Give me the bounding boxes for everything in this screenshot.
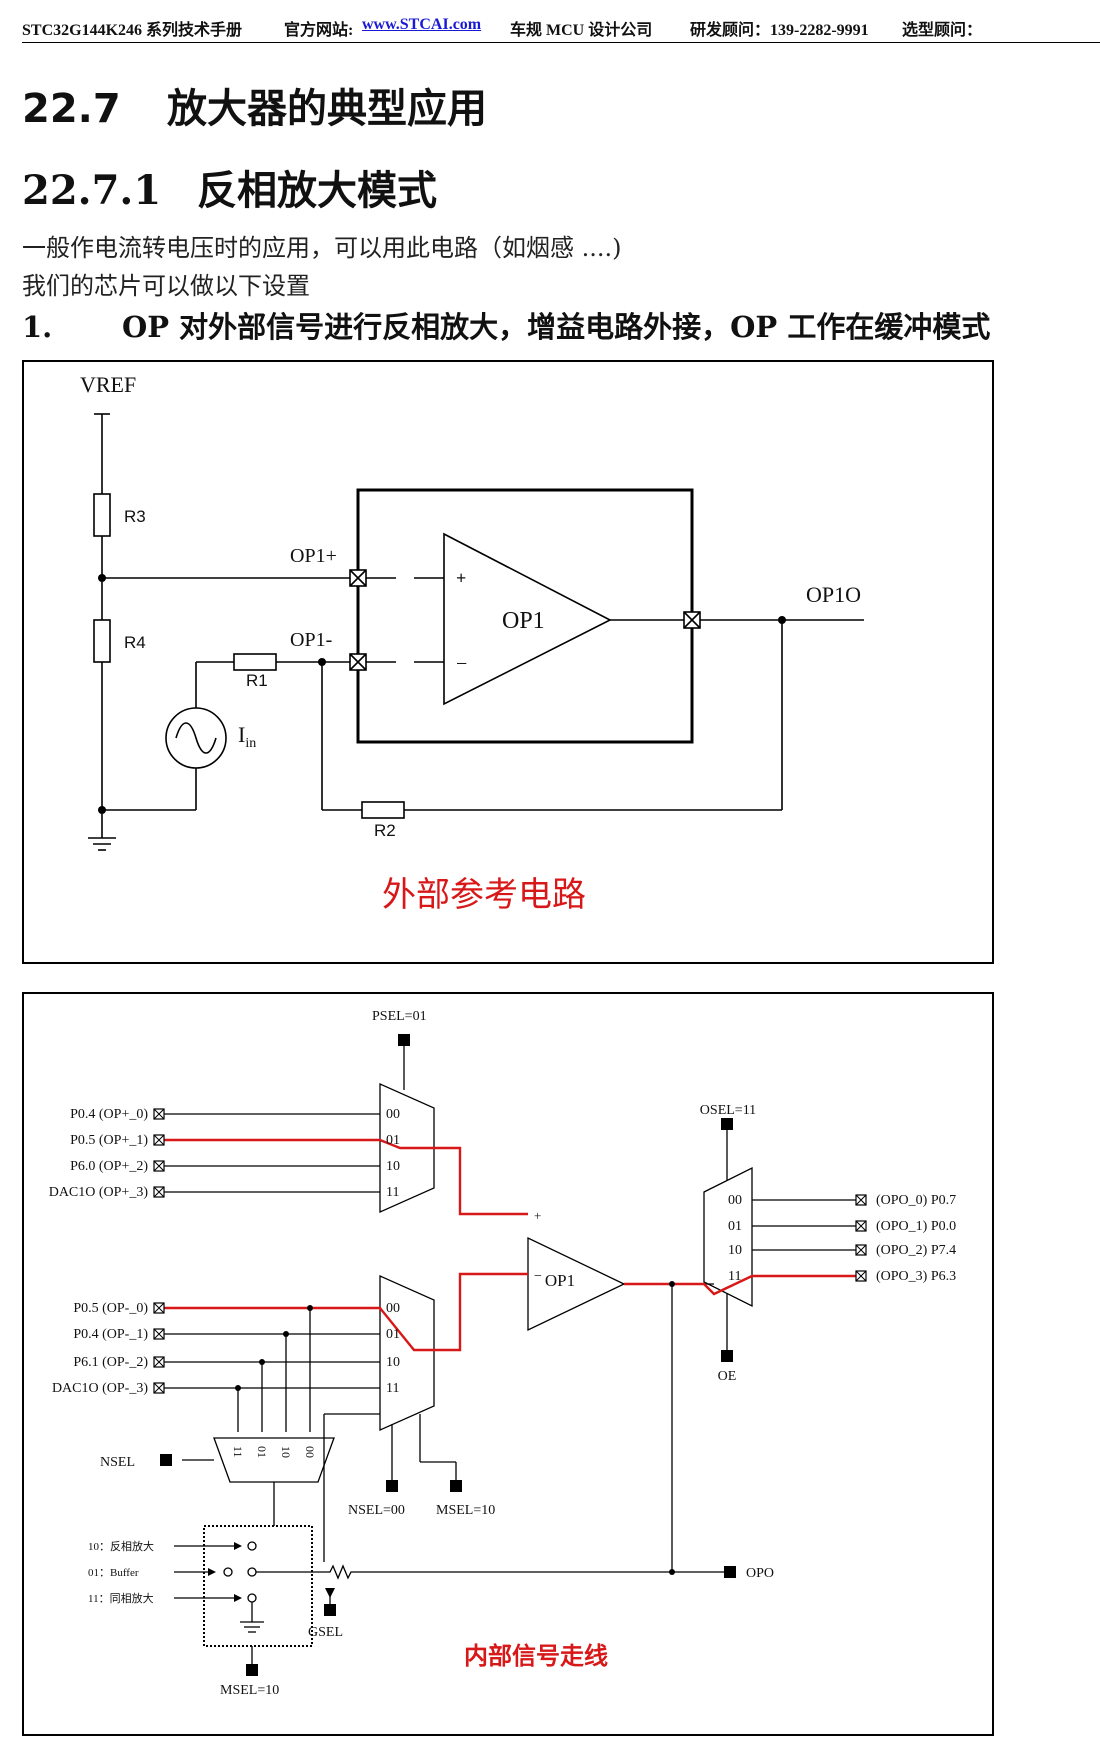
nsel-code-3: 00 xyxy=(303,1446,317,1458)
op-minus-sign: − xyxy=(534,1269,542,1284)
neg-input-2: P6.1 (OP-_2) xyxy=(73,1355,148,1370)
gsel-label: GSEL xyxy=(308,1625,343,1640)
section-title: 放大器的典型应用 xyxy=(167,86,487,132)
figure-1-caption: 外部参考电路 xyxy=(382,875,586,915)
neg-mux-code-1: 01 xyxy=(386,1327,400,1342)
pos-input-2: P6.0 (OP+_2) xyxy=(70,1159,148,1174)
opo-label: OPO xyxy=(746,1566,774,1581)
psel-label: PSEL=01 xyxy=(372,1009,427,1024)
pos-mux-code-2: 10 xyxy=(386,1159,400,1174)
oe-label: OE xyxy=(718,1369,737,1384)
company-label: 车规 MCU 设计公司 xyxy=(510,22,653,39)
intro-line-1: 一般作电流转电压时的应用，可以用此电路（如烟感 ....) xyxy=(22,234,622,262)
neg-mux-code-3: 11 xyxy=(386,1381,399,1396)
section-heading: 22.7 放大器的典型应用 xyxy=(22,76,487,134)
osel-label: OSEL=11 xyxy=(700,1103,756,1118)
op-out-label: OP1O xyxy=(806,582,861,607)
nsel-label: NSEL xyxy=(100,1455,135,1470)
pos-input-0: P0.4 (OP+_0) xyxy=(70,1107,148,1122)
out-mux-code-3: 11 xyxy=(728,1269,741,1284)
doc-title: STC32G144K246 系列技术手册 xyxy=(22,22,243,39)
pos-mux-code-3: 11 xyxy=(386,1185,399,1200)
r1-label: R1 xyxy=(246,671,268,690)
output-3: (OPO_3) P6.3 xyxy=(876,1269,956,1284)
nsel-value-label: NSEL=00 xyxy=(348,1503,405,1518)
neg-mux-code-0: 00 xyxy=(386,1301,400,1316)
advisor-2: 选型顾问： xyxy=(902,22,983,39)
pos-input-1: P0.5 (OP+_1) xyxy=(70,1133,148,1148)
vref-label: VREF xyxy=(80,372,136,397)
site-link[interactable]: www.STCAI.com xyxy=(362,16,482,33)
section-number: 22.7 xyxy=(22,86,121,132)
op-minus-pin-label: OP1- xyxy=(290,629,332,651)
subsection-title: 反相放大模式 xyxy=(197,167,437,214)
item-1-text: OP 对外部信号进行反相放大，增益电路外接，OP 工作在缓冲模式 xyxy=(122,310,991,344)
op-plus-pin-label: OP1+ xyxy=(290,545,337,567)
r4-label: R4 xyxy=(124,633,146,652)
advisor-1: 研发顾问：139-2282-9991 xyxy=(690,22,869,39)
neg-input-3: DAC1O (OP-_3) xyxy=(52,1381,148,1396)
site-label: 官方网站: xyxy=(284,22,354,39)
msel-bottom-label: MSEL=10 xyxy=(220,1683,279,1698)
op-plus-sign: + xyxy=(534,1208,541,1223)
pos-mux-code-0: 00 xyxy=(386,1107,400,1122)
output-0: (OPO_0) P0.7 xyxy=(876,1193,956,1208)
op-name-label: OP1 xyxy=(545,1271,575,1290)
msel-value-label: MSEL=10 xyxy=(436,1503,495,1518)
op-plus-sign: + xyxy=(456,568,466,588)
out-mux-code-1: 01 xyxy=(728,1219,742,1234)
mode-noninverting: 11：同相放大 xyxy=(88,1591,154,1605)
r3-label: R3 xyxy=(124,507,146,526)
nsel-code-1: 01 xyxy=(255,1446,269,1458)
neg-mux-code-2: 10 xyxy=(386,1355,400,1370)
nsel-code-0: 11 xyxy=(231,1446,245,1458)
subsection-number: 22.7.1 xyxy=(22,167,162,214)
op-name-label: OP1 xyxy=(502,608,545,634)
mode-inverting: 10：反相放大 xyxy=(88,1539,154,1553)
mode-buffer: 01：Buffer xyxy=(88,1567,139,1579)
op-minus-sign: − xyxy=(456,653,467,675)
output-2: (OPO_2) P7.4 xyxy=(876,1243,956,1258)
iin-label: Iin xyxy=(238,722,256,751)
r2-label: R2 xyxy=(374,821,396,840)
item-1-heading: 1. OP 对外部信号进行反相放大，增益电路外接，OP 工作在缓冲模式 xyxy=(22,304,990,346)
pos-input-3: DAC1O (OP+_3) xyxy=(49,1185,149,1200)
nsel-code-2: 10 xyxy=(279,1446,293,1458)
subsection-heading: 22.7.1 反相放大模式 xyxy=(22,158,437,216)
external-circuit-figure: VREF R3 R4 R1 R2 Iin OP1+ OP1- OP1 OP1O … xyxy=(22,360,994,964)
neg-input-0: P0.5 (OP-_0) xyxy=(73,1301,148,1316)
page-header: STC32G144K246 系列技术手册 官方网站: www.STCAI.com… xyxy=(22,12,1100,43)
figure-2-caption: 内部信号走线 xyxy=(464,1642,608,1670)
internal-routing-figure: PSEL=01 OSEL=11 OE NSEL NSEL=00 MSEL=10 … xyxy=(22,992,994,1736)
pos-mux-code-1: 01 xyxy=(386,1133,400,1148)
neg-input-1: P0.4 (OP-_1) xyxy=(73,1327,148,1342)
item-1-number: 1. xyxy=(22,310,53,344)
intro-line-2: 我们的芯片可以做以下设置 xyxy=(22,272,310,300)
out-mux-code-0: 00 xyxy=(728,1193,742,1208)
out-mux-code-2: 10 xyxy=(728,1243,742,1258)
output-1: (OPO_1) P0.0 xyxy=(876,1219,956,1234)
